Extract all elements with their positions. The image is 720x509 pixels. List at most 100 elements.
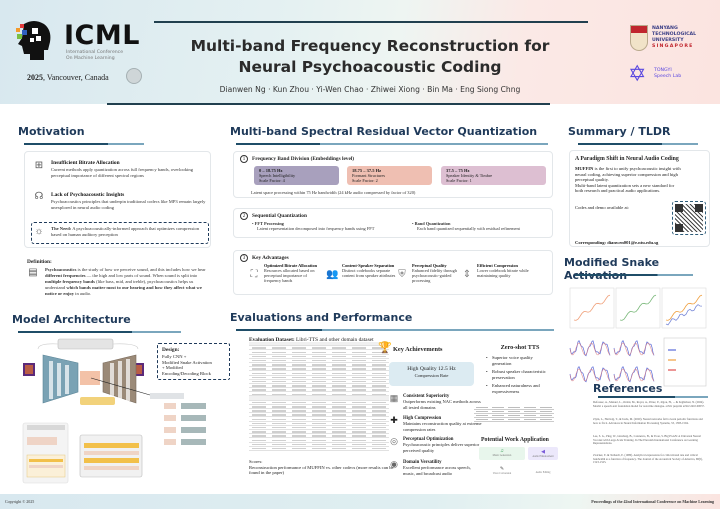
arch-discriminator	[80, 397, 115, 405]
venue-text: 2025, Vancouver, Canada	[27, 73, 109, 82]
band-range: 0 – 18.75 Hz	[259, 168, 283, 173]
table-row	[249, 363, 389, 368]
table-row	[249, 417, 389, 422]
table-cell	[292, 393, 306, 395]
table-cell	[292, 435, 306, 437]
table-cell	[252, 447, 266, 450]
table-cell	[312, 414, 326, 416]
table-cell	[352, 447, 366, 450]
table-cell	[332, 447, 346, 450]
motivation-item-title: Insufficient Bitrate Allocation	[51, 160, 120, 166]
advantage-text: Distinct codebooks separate content from…	[342, 268, 396, 278]
table-row	[249, 413, 389, 418]
mini-plot-line	[619, 294, 657, 321]
table-cell	[292, 431, 306, 433]
icml-logo: ICML International Conference On Machine…	[14, 20, 139, 65]
table-cell	[292, 447, 306, 450]
table-cell	[312, 347, 326, 349]
band-mid: 18.75 – 37.5 Hz Formant Structures Scale…	[347, 166, 432, 185]
band-desc: Speech Intelligibility	[259, 173, 296, 179]
corresponding-email[interactable]: Corresponding: dianwen001@e.ntu.edu.sg	[575, 240, 659, 245]
table-cell	[252, 443, 266, 446]
table-row	[249, 367, 389, 372]
author-list: Dianwen Ng · Kun Zhou · Yi-Wen Chao · Zh…	[219, 85, 521, 94]
mini-plot-line	[573, 294, 611, 321]
advantage-title: Efficient Compression	[477, 263, 518, 268]
table-cell	[252, 401, 266, 404]
table-cell	[352, 385, 366, 387]
achievement-title: Consistent Superiority	[403, 394, 450, 399]
table-row	[249, 350, 389, 355]
fft-text: Latent representation decomposed into fr…	[257, 226, 375, 232]
app-voice-conversion: ✎Voice Conversion	[479, 464, 525, 477]
definition-bold: which bands matter most to our hearing a…	[45, 284, 202, 296]
table-cell	[272, 414, 286, 416]
app-audio-editing: Audio Editing	[528, 464, 558, 477]
table-row	[474, 418, 554, 422]
table-cell	[332, 385, 346, 387]
mini-plot-frame	[569, 287, 615, 329]
wave-line	[569, 342, 611, 356]
table-cell	[272, 447, 286, 450]
table-cell	[372, 376, 386, 379]
reference-item: Defossez, A., Mazaré, L., Orsini, M., Ro…	[593, 400, 705, 408]
motivation-item-psychoacoustic: Lack of Psychoacoustic Insights Psychoac…	[51, 192, 206, 210]
wave-line	[569, 365, 611, 383]
ntu-shield-icon	[630, 25, 648, 51]
advantage-title: Optimized Bitrate Allocation	[264, 263, 317, 268]
table-cell	[292, 427, 306, 429]
title-divider-bottom	[107, 103, 550, 105]
proceedings: Proceedings of the 42nd International Co…	[591, 499, 714, 504]
table-row	[249, 388, 389, 393]
icml-logo-text: ICML	[64, 20, 140, 51]
table-cell	[372, 418, 386, 421]
table-cell	[272, 368, 286, 370]
table-cell	[312, 418, 326, 421]
need-statement: The Need: A psychoacoustically-informed …	[51, 226, 206, 238]
tongyi-line-1: TONGYI	[654, 68, 672, 73]
advantage-title: Content-Speaker Separation	[342, 263, 395, 268]
wave-line	[613, 339, 655, 357]
scores-text: Reconstruction performance of MUFFIN vs.…	[249, 464, 394, 476]
table-cell	[476, 411, 488, 413]
table-cell	[352, 406, 366, 408]
table-cell	[332, 406, 346, 408]
table-cell	[372, 447, 386, 450]
table-row	[249, 438, 389, 443]
table-cell	[312, 422, 326, 425]
table-cell	[272, 364, 286, 366]
table-cell	[312, 443, 326, 446]
table-caption-row	[249, 342, 389, 347]
hq-line1: High Quality 12.5 Hz	[407, 366, 456, 372]
brain-icon: ☊	[34, 191, 44, 202]
reference-item: Lee, S. G., Ping, W., Ginsburg, B., Cata…	[593, 434, 701, 446]
hierarchy-icon: ⊞	[34, 160, 44, 171]
design-callout: Design: Fully CNN + Modified Snake Activ…	[157, 343, 230, 380]
table-row	[249, 422, 389, 426]
table-cell	[272, 443, 286, 446]
table-row	[249, 409, 389, 414]
step-2-badge: 2	[240, 212, 248, 220]
achievement-text: Excellent performance across speech, mus…	[403, 465, 471, 476]
wave-line	[613, 368, 655, 382]
table-cell	[372, 410, 386, 412]
table-cell	[272, 401, 286, 404]
table-cell	[372, 355, 386, 358]
architecture-underline	[18, 331, 181, 333]
band-range: 37.5 – 75 Hz	[446, 168, 470, 173]
table-cell	[312, 364, 326, 366]
dataset-value: Libri-TTS and other domain dataset	[294, 337, 374, 343]
table-row	[249, 434, 389, 439]
table-cell	[292, 360, 306, 362]
qr-code[interactable]	[672, 201, 706, 235]
reference-item: Zwicker, E. & Terhardt, E. (1980). Analy…	[593, 453, 703, 465]
table-cell	[352, 439, 366, 441]
band-desc: Speaker Identity & Timbre	[446, 173, 493, 179]
table-cell	[492, 415, 504, 417]
qr-code-icon	[675, 204, 703, 232]
table-cell	[252, 427, 266, 429]
app-label: Music Generation	[492, 454, 512, 457]
